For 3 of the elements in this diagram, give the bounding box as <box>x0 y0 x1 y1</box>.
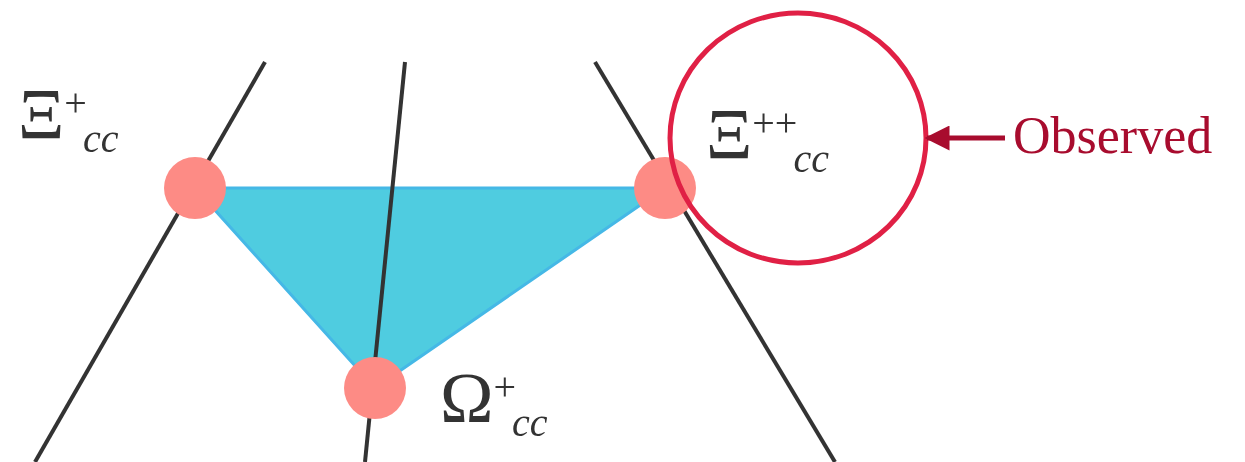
arrow <box>924 125 1005 151</box>
highlight-circle <box>667 10 929 266</box>
callout-text: Observed <box>1013 110 1213 162</box>
